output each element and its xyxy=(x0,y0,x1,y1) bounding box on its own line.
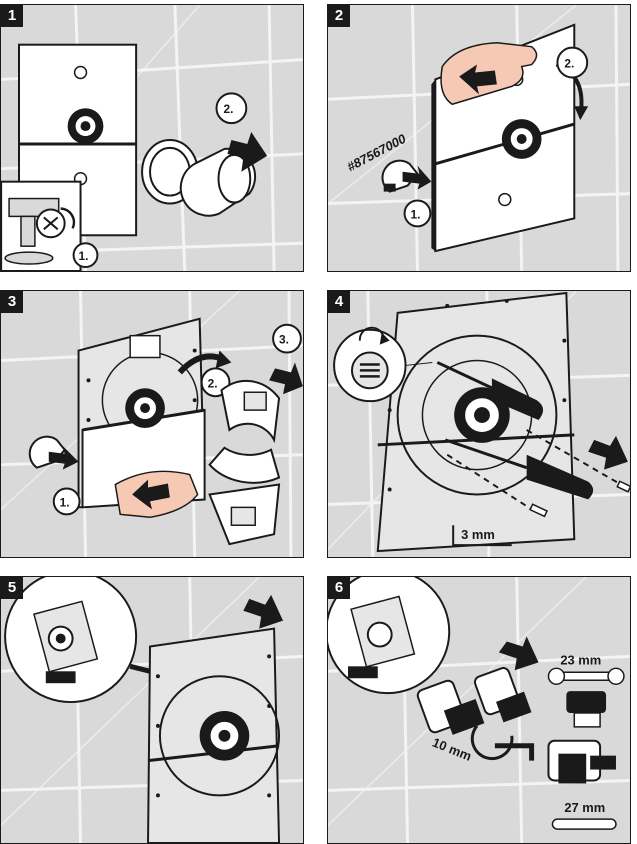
screw xyxy=(616,480,630,493)
panel-step-4: 4 xyxy=(327,290,631,558)
step-number-badge: 6 xyxy=(328,577,350,599)
screw xyxy=(529,503,548,518)
callout-1: 1. xyxy=(79,249,89,263)
pull-arrow xyxy=(227,132,268,172)
panel-step-3: 3 2. 1. xyxy=(0,290,304,558)
step-number-badge: 1 xyxy=(1,5,23,27)
callout-3: 3. xyxy=(279,333,289,347)
step-number-badge: 5 xyxy=(1,577,23,599)
screwdriver-bottom xyxy=(444,438,594,500)
pull-arrow xyxy=(588,435,628,470)
panel-step-1: 1 2. xyxy=(0,4,304,272)
push-arrow xyxy=(48,445,79,470)
instruction-sheet: 1 2. xyxy=(0,4,631,844)
panel-step-5: 5 xyxy=(0,576,304,844)
step-2-illustration: 2. #87567000 1. xyxy=(328,5,630,271)
small-fitting xyxy=(566,691,607,728)
callout-2: 2. xyxy=(208,376,218,390)
step-6-illustration: 10 mm 23 mm 27 mm xyxy=(328,577,630,843)
callout-1: 1. xyxy=(411,207,421,221)
step-number-badge: 4 xyxy=(328,291,350,313)
tool-size-label: 3 mm xyxy=(461,527,495,542)
wrench-small xyxy=(547,667,625,685)
callout-2: 2. xyxy=(564,57,574,71)
pull-arrow xyxy=(498,636,539,671)
cartridge-middle xyxy=(473,667,532,723)
hex-key-size-label: 10 mm xyxy=(430,735,473,764)
wrench-size-label: 27 mm xyxy=(564,800,605,815)
rotate-arrow xyxy=(177,353,223,375)
removed-frame-part xyxy=(208,446,281,484)
panel-step-2: 2 2. #87567000 1. xyxy=(327,4,631,272)
wrench-size-label: 23 mm xyxy=(560,652,601,667)
cartridge-left xyxy=(416,679,485,735)
step-3-illustration: 2. 1. 3. xyxy=(1,291,303,557)
pull-arrow xyxy=(269,362,303,395)
screwdriver-top xyxy=(436,361,544,421)
step-1-illustration: 2. 1. xyxy=(1,5,303,271)
step-number-badge: 2 xyxy=(328,5,350,27)
push-arrow xyxy=(132,479,170,510)
wrench-large xyxy=(551,818,617,830)
callout-2: 2. xyxy=(223,102,233,116)
push-arrow xyxy=(402,165,432,190)
callout-1: 1. xyxy=(60,495,70,509)
panel-step-6: 6 10 mm 23 xyxy=(327,576,631,844)
push-arrow xyxy=(459,64,497,95)
step-4-illustration: 3 mm xyxy=(328,291,630,557)
step-number-badge: 3 xyxy=(1,291,23,313)
hex-key xyxy=(470,724,535,761)
pull-arrow xyxy=(243,594,284,629)
large-cartridge xyxy=(547,739,616,784)
step-5-illustration xyxy=(1,577,303,843)
